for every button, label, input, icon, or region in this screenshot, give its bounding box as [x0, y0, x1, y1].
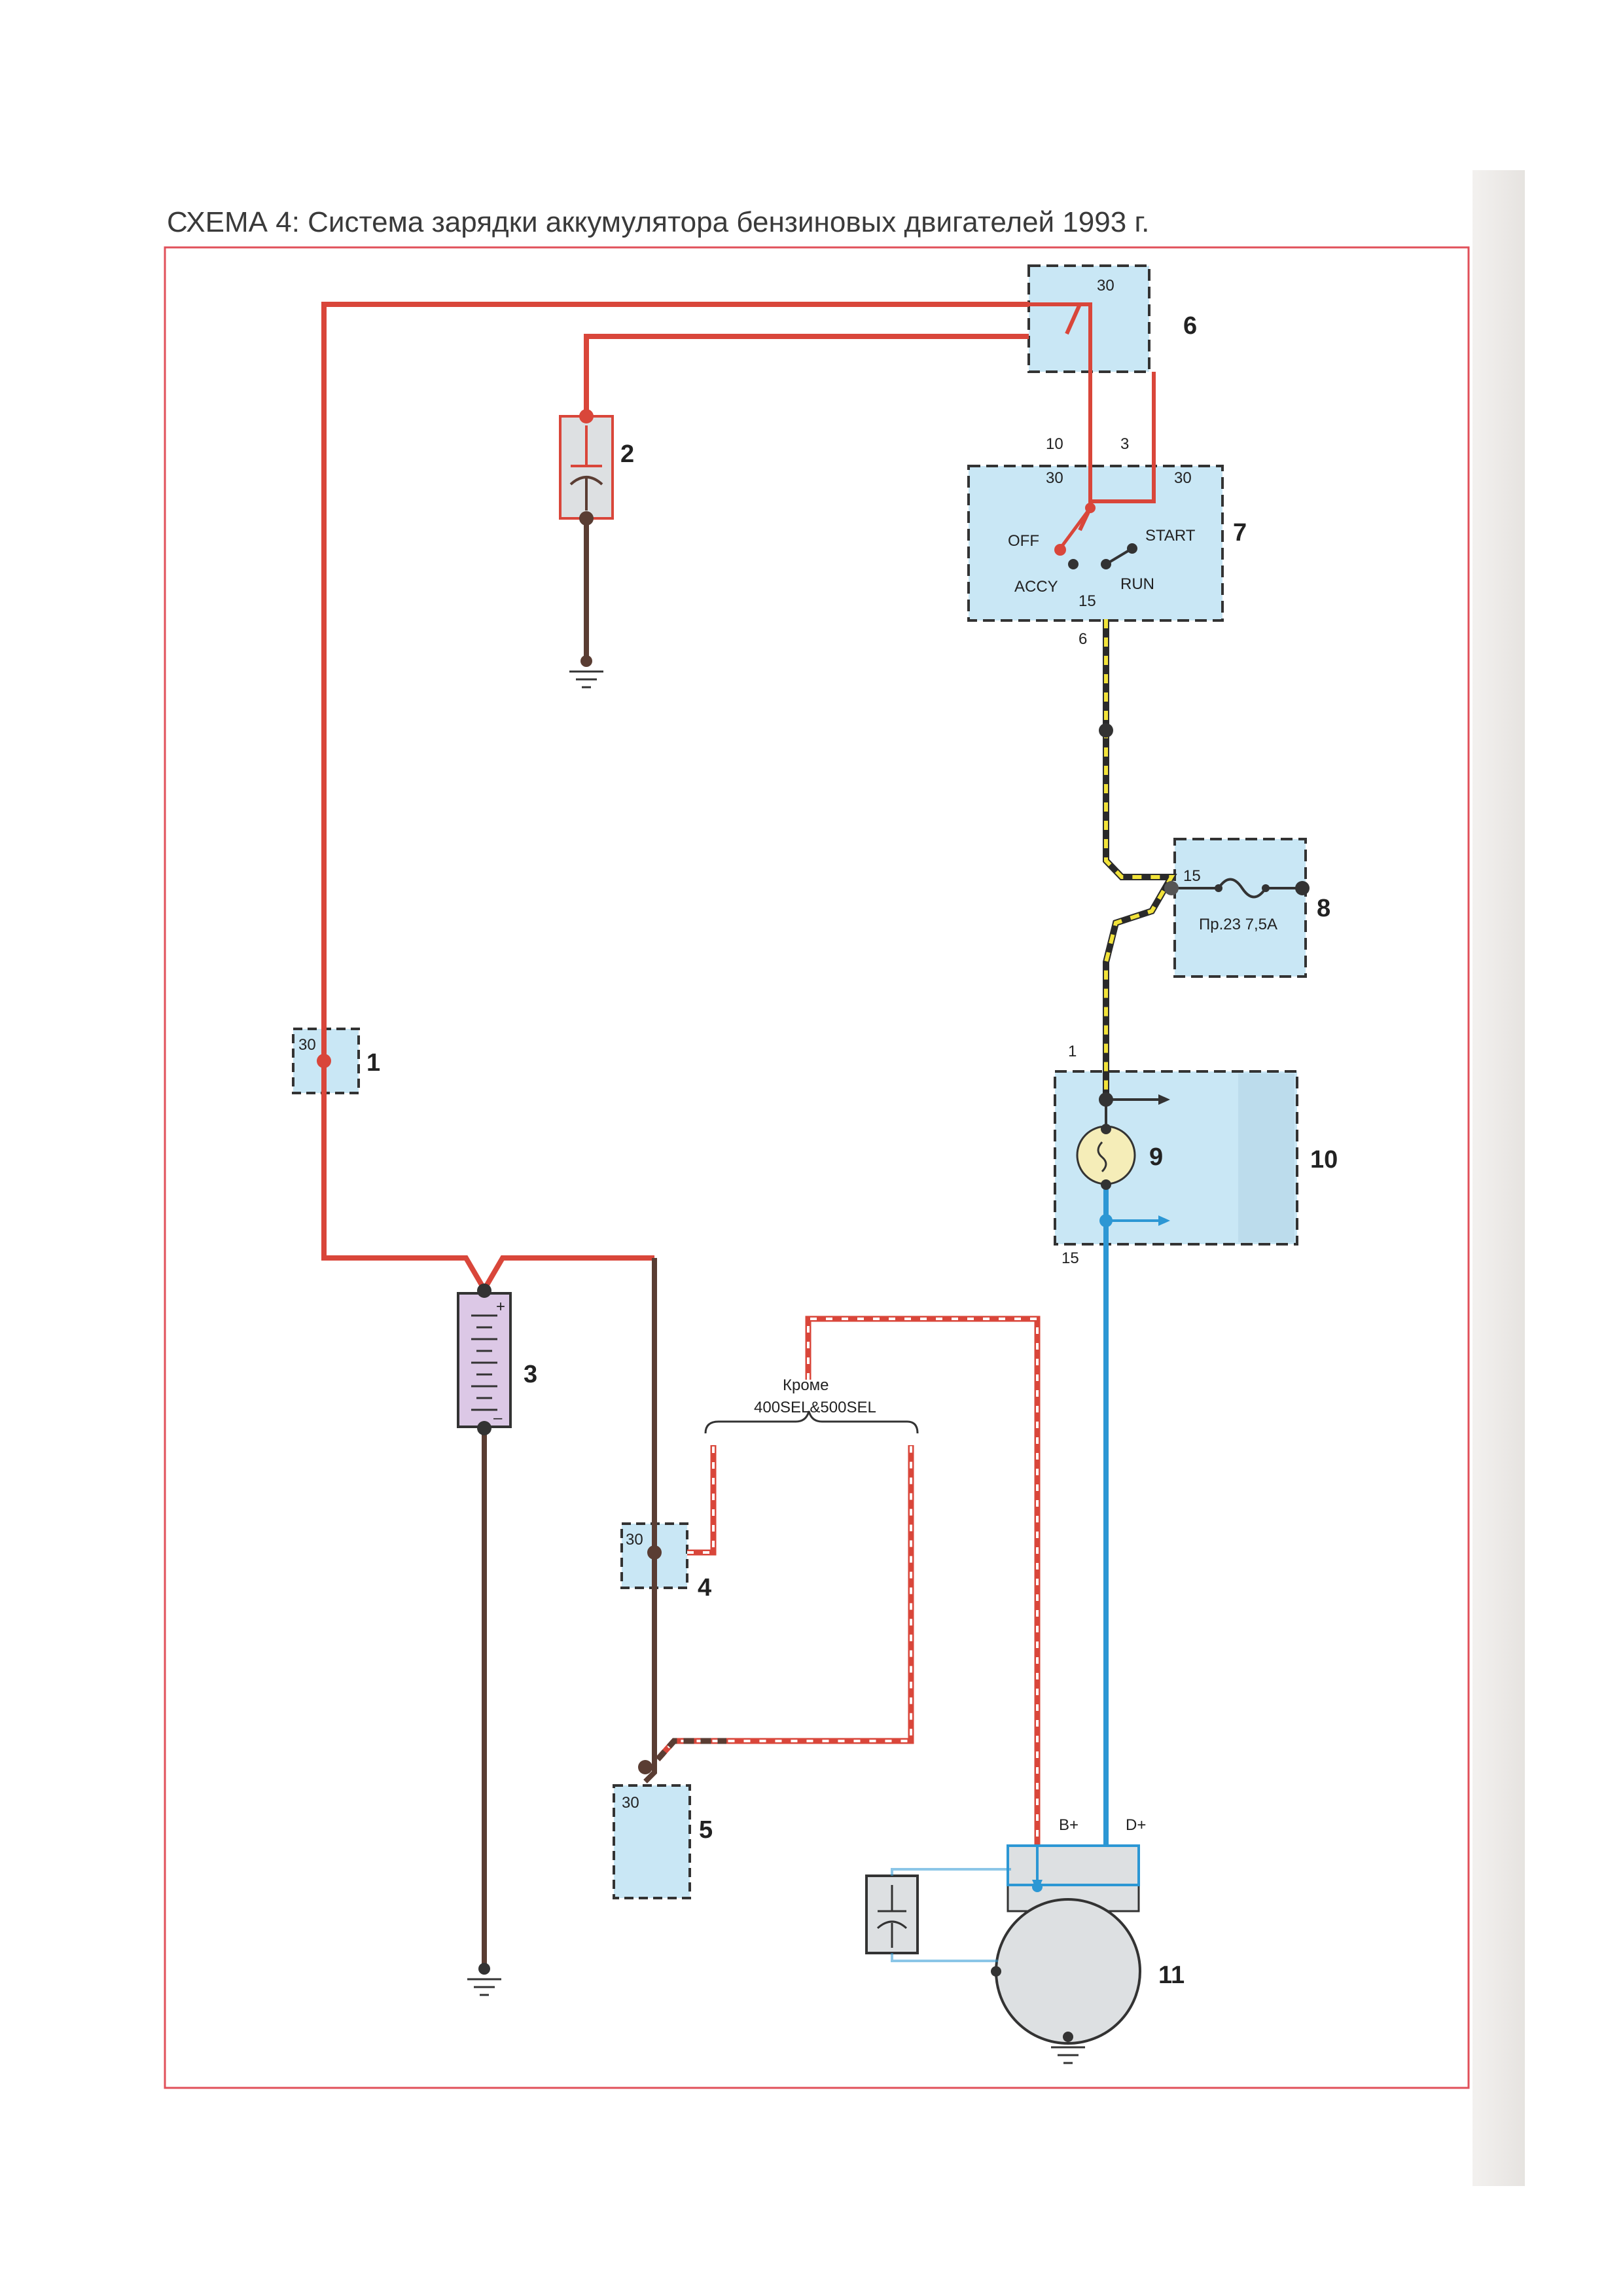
wire-red-6-internal	[1029, 302, 1092, 373]
label-10-number: 10	[1310, 1146, 1338, 1174]
diagram-frame	[164, 246, 1470, 2089]
label-7-pin-30-left: 30	[1046, 469, 1063, 487]
label-10-pin-15: 15	[1061, 1249, 1079, 1267]
switch-arm	[1058, 507, 1092, 550]
switch-accy-contact	[1068, 559, 1079, 569]
label-11-d-plus: D+	[1126, 1816, 1146, 1834]
node-4	[647, 1545, 662, 1560]
label-6-pin: 30	[1097, 277, 1115, 295]
node-1	[317, 1054, 331, 1068]
label-8-fuse: Пр.23 7,5А	[1199, 916, 1277, 933]
label-7-number: 7	[1233, 519, 1247, 547]
label-7-pin-3: 3	[1120, 435, 1129, 453]
label-3-plus: +	[496, 1298, 505, 1316]
label-1-number: 1	[366, 1049, 380, 1077]
label-11-b-plus: B+	[1059, 1816, 1079, 1834]
wire-red-to-2	[584, 334, 1029, 416]
label-5-pin: 30	[622, 1794, 639, 1812]
wire-yellow-black	[1103, 619, 1177, 1100]
component-8-box	[1173, 838, 1307, 978]
node-10-top	[1099, 1092, 1113, 1107]
lamp-9	[1076, 1124, 1136, 1190]
node-6-to-7	[1099, 723, 1113, 738]
note-line-2: 400SEL&500SEL	[754, 1399, 876, 1416]
label-8-pin: 15	[1183, 867, 1201, 885]
label-3-number: 3	[524, 1361, 537, 1388]
fuse-element	[1217, 878, 1267, 899]
wire-red-main	[321, 302, 1029, 1291]
switch-off-contact	[1054, 544, 1066, 556]
capacitor-11	[865, 1868, 1011, 1962]
node-8-out	[1295, 881, 1310, 895]
label-8-number: 8	[1317, 895, 1330, 922]
label-4-number: 4	[698, 1574, 711, 1602]
label-7-pin-30-right: 30	[1174, 469, 1192, 487]
node-8-in	[1164, 881, 1179, 895]
node-5	[638, 1760, 652, 1774]
page-title: СХЕМА 4: Система зарядки аккумулятора бе…	[167, 206, 1150, 238]
label-6-number: 6	[1183, 312, 1197, 340]
label-4-pin: 30	[626, 1531, 643, 1549]
wire-red-white-4	[687, 1445, 717, 1556]
label-7-pin-10: 10	[1046, 435, 1063, 453]
arrow-10-top	[1158, 1094, 1170, 1105]
label-7-accy: ACCY	[1014, 578, 1058, 596]
switch-start-contact	[1127, 543, 1137, 554]
page-edge-shadow	[1472, 170, 1525, 2186]
label-1-pin: 30	[298, 1036, 316, 1054]
wire-red-battery-right	[482, 1255, 654, 1291]
wire-red-white-5	[655, 1445, 914, 1761]
node-10-bottom	[1099, 1214, 1113, 1227]
label-7-run: RUN	[1120, 575, 1154, 593]
component-7-box	[967, 465, 1224, 622]
switch-pivot	[1085, 503, 1096, 513]
node-fuse-b	[1262, 884, 1270, 892]
label-2-number: 2	[620, 440, 634, 468]
label-5-number: 5	[699, 1816, 713, 1844]
arrow-10-bottom	[1158, 1215, 1170, 1226]
label-7-start: START	[1145, 527, 1196, 545]
label-11-number: 11	[1158, 1962, 1185, 1989]
note-bracket	[704, 1410, 919, 1434]
switch-run-contact	[1101, 559, 1111, 569]
label-3-minus: –	[493, 1409, 503, 1427]
label-7-pin-6: 6	[1079, 630, 1087, 648]
label-7-pin-15: 15	[1079, 592, 1096, 610]
wire-red-white-b-plus	[805, 1316, 1041, 1846]
note-line-1: Кроме	[783, 1376, 829, 1394]
wire-brown-to-4-5	[643, 1258, 657, 1784]
wire-red-6-to-7-right	[1090, 372, 1156, 503]
label-9-number: 9	[1149, 1143, 1163, 1171]
capacitor-2	[559, 409, 614, 526]
ground-symbol-battery	[467, 1963, 501, 1996]
label-10-pin-1: 1	[1068, 1043, 1077, 1060]
component-5-box	[613, 1784, 691, 1899]
ground-symbol-2	[569, 655, 603, 689]
label-7-off: OFF	[1008, 532, 1039, 550]
alternator-11	[991, 1844, 1141, 2045]
node-fuse-a	[1215, 884, 1222, 892]
battery-3	[457, 1283, 512, 1435]
